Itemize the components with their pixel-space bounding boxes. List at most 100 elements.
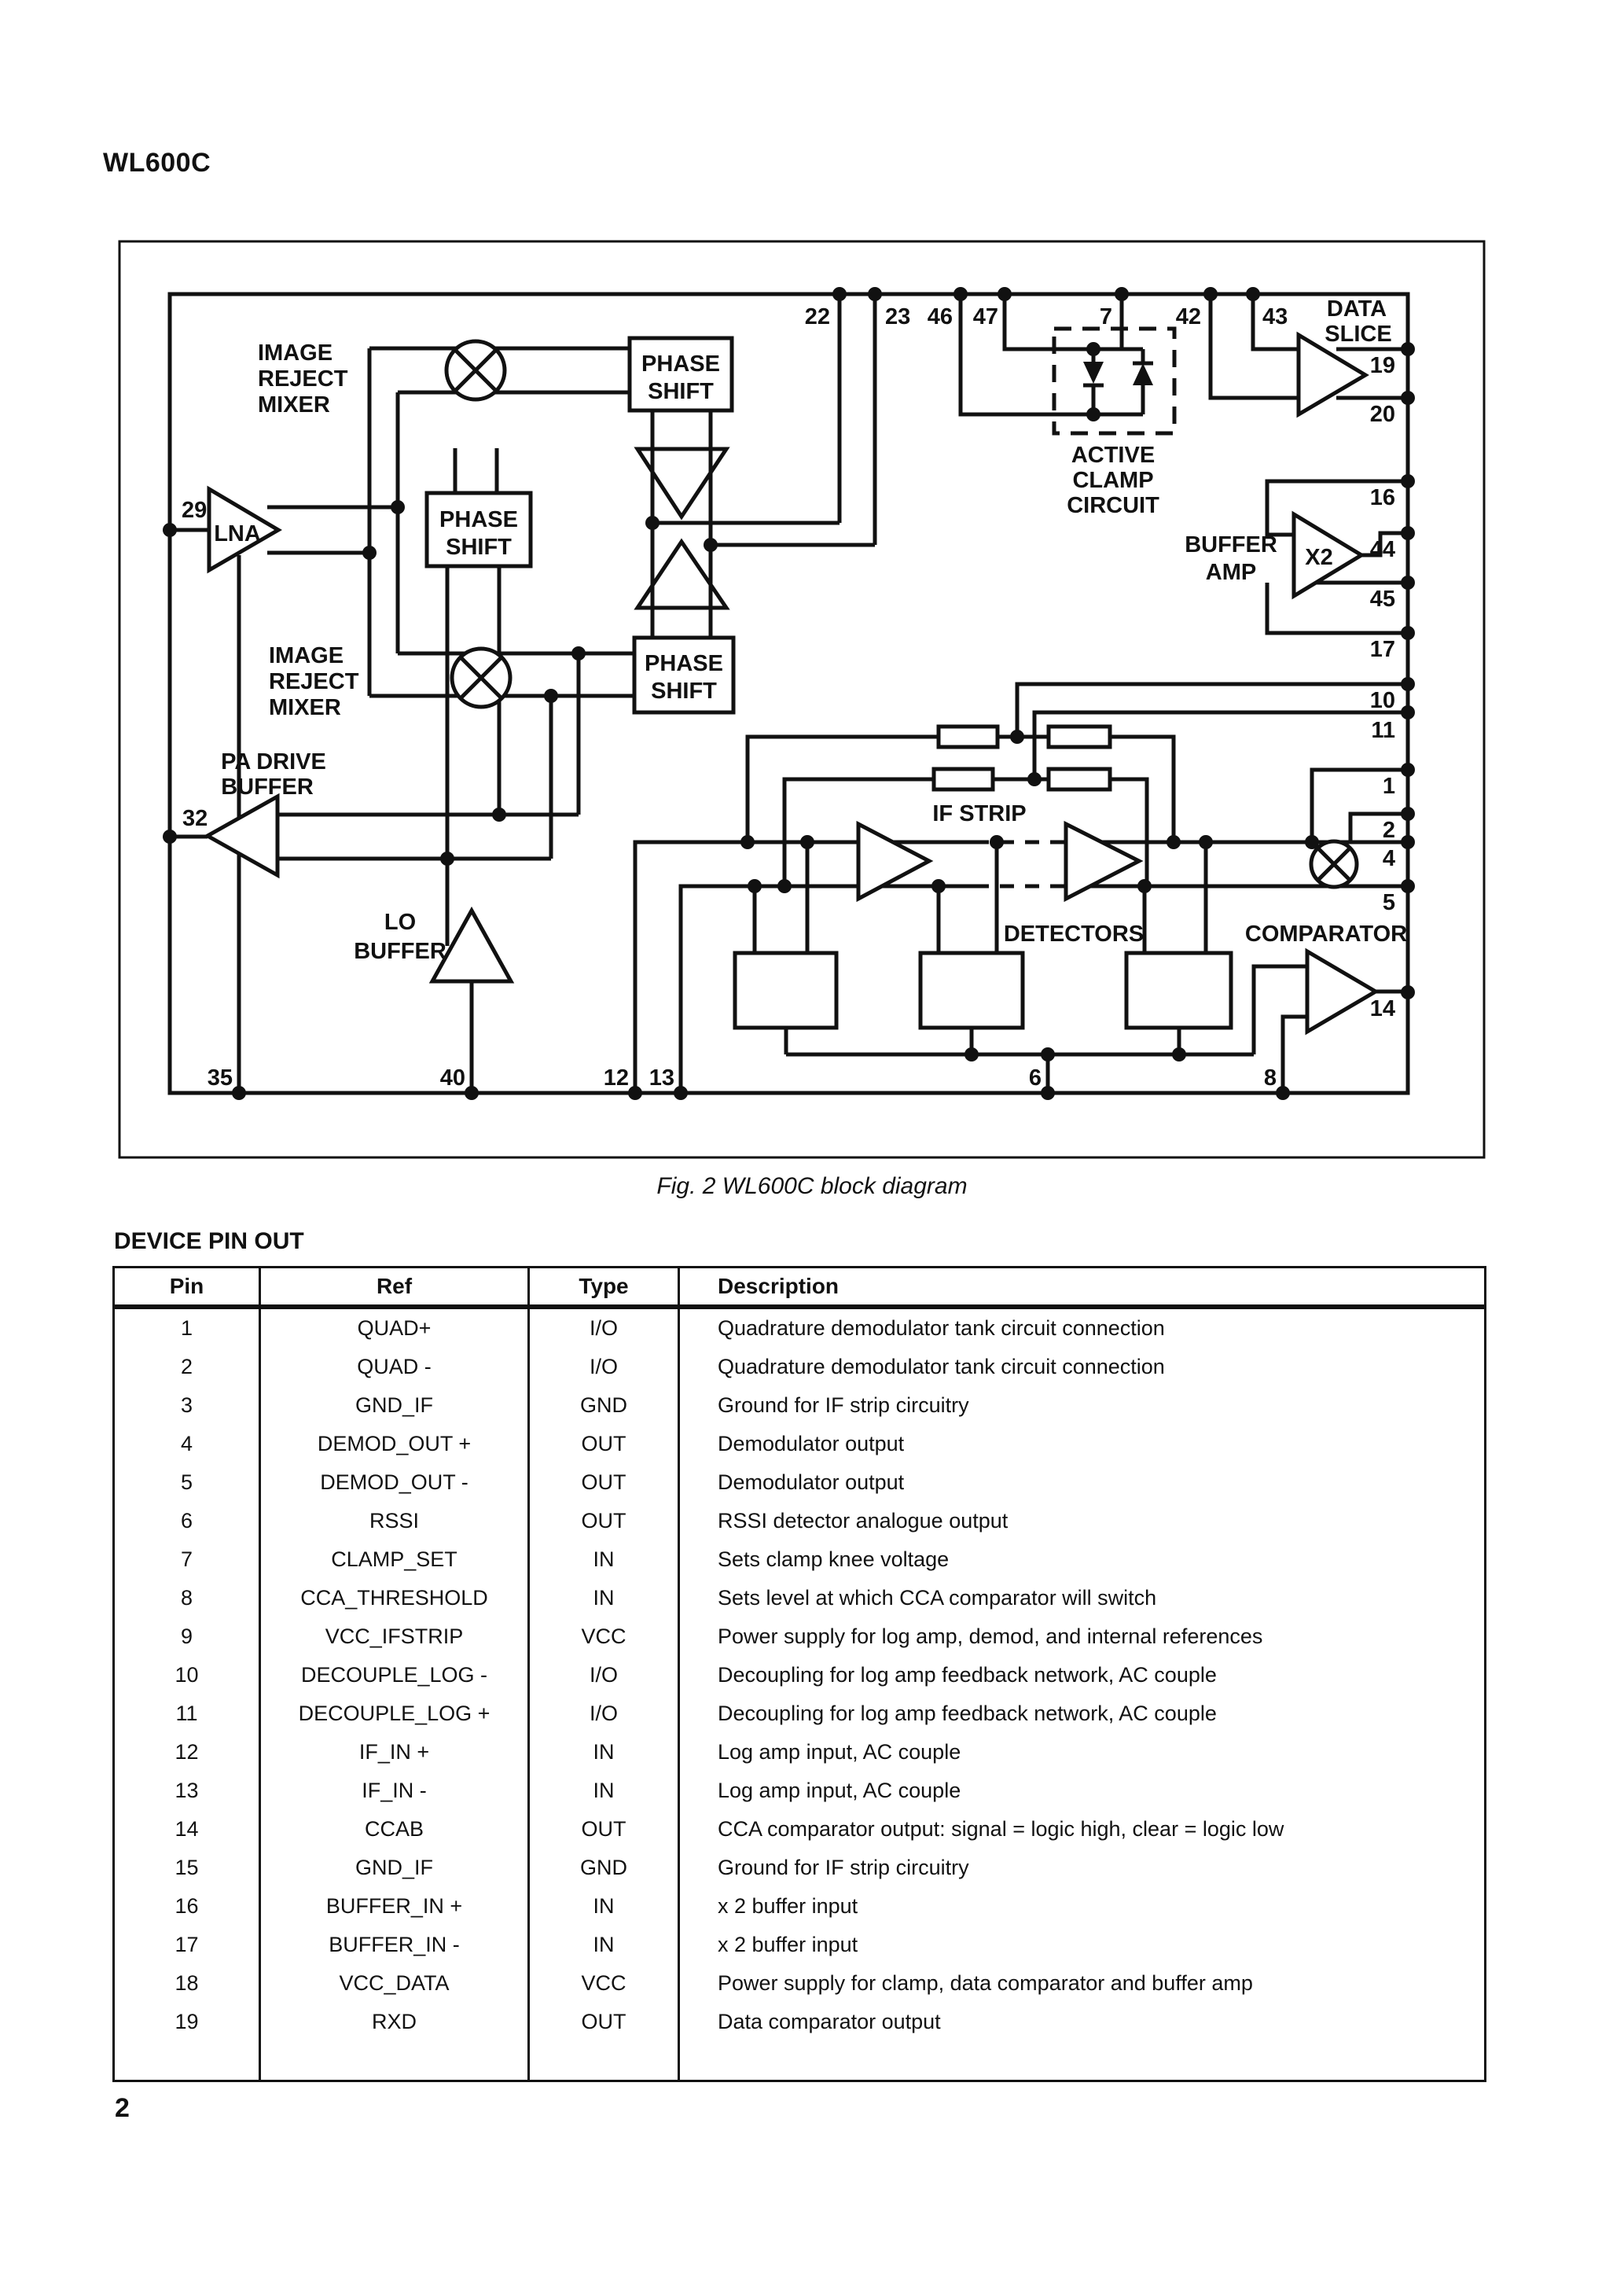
table-cell: x 2 buffer input bbox=[678, 1926, 1486, 1964]
pin-2: 2 bbox=[1383, 818, 1395, 843]
table-cell: Sets clamp knee voltage bbox=[678, 1540, 1486, 1579]
phase-shift-top-label: PHASE bbox=[641, 351, 720, 377]
table-cell: CLAMP_SET bbox=[259, 1540, 530, 1579]
pin-12: 12 bbox=[604, 1065, 629, 1091]
figure-frame bbox=[118, 240, 1486, 1159]
table-cell: Quadrature demodulator tank circuit conn… bbox=[678, 1348, 1486, 1386]
table-filler-row bbox=[112, 2041, 1486, 2081]
table-cell: OUT bbox=[527, 1810, 680, 1849]
table-cell: IN bbox=[527, 1772, 680, 1810]
pin-13: 13 bbox=[649, 1065, 674, 1091]
pin-23: 23 bbox=[885, 304, 910, 329]
table-cell: VCC_DATA bbox=[259, 1964, 530, 2003]
phase-shift-left-label: SHIFT bbox=[446, 535, 512, 560]
pin-1: 1 bbox=[1383, 774, 1395, 799]
phase-shift-bottom-label: SHIFT bbox=[651, 679, 717, 704]
page-title: WL600C bbox=[103, 148, 211, 178]
figure-caption: Fig. 2 WL600C block diagram bbox=[656, 1173, 968, 1199]
lo-buffer-triangle bbox=[428, 906, 515, 984]
table-cell: IF_IN + bbox=[259, 1733, 530, 1772]
mixer-x-glyphs bbox=[454, 348, 1351, 881]
image-reject-mixer-top-label: IMAGE bbox=[258, 340, 333, 366]
table-header-row: Pin Ref Type Description bbox=[112, 1267, 1486, 1309]
resistor-icon bbox=[1046, 767, 1112, 792]
table-cell: 6 bbox=[112, 1502, 261, 1540]
if-strip-label: IF STRIP bbox=[932, 801, 1026, 826]
table-cell: Demodulator output bbox=[678, 1425, 1486, 1463]
table-cell: BUFFER_IN + bbox=[259, 1887, 530, 1926]
phase-shift-bottom-label: PHASE bbox=[645, 651, 723, 676]
image-reject-mixer-bottom-label: MIXER bbox=[269, 695, 341, 720]
table-cell: 1 bbox=[112, 1307, 261, 1348]
table-cell: Quadrature demodulator tank circuit conn… bbox=[678, 1307, 1486, 1348]
detector-box-2 bbox=[918, 951, 1025, 1030]
image-reject-mixer-top-label: REJECT bbox=[258, 366, 348, 392]
table-cell: DECOUPLE_LOG - bbox=[259, 1656, 530, 1694]
pin-46: 46 bbox=[928, 304, 953, 329]
table-cell: IF_IN - bbox=[259, 1772, 530, 1810]
active-clamp-label: CLAMP bbox=[1072, 468, 1153, 493]
diode-down-icon bbox=[1083, 362, 1104, 384]
lo-buffer-label: LO bbox=[384, 910, 416, 935]
table-cell: Sets level at which CCA comparator will … bbox=[678, 1579, 1486, 1617]
table-cell: VCC bbox=[527, 1964, 680, 2003]
table-cell: RSSI bbox=[259, 1502, 530, 1540]
header-type: Type bbox=[527, 1267, 680, 1309]
table-cell bbox=[678, 2041, 1486, 2081]
pin-22: 22 bbox=[805, 304, 830, 329]
table-cell: OUT bbox=[527, 1425, 680, 1463]
data-slice-label: SLICE bbox=[1325, 322, 1391, 347]
phase-shift-top-box bbox=[627, 336, 734, 413]
table-cell: GND bbox=[527, 1849, 680, 1887]
table-cell: Ground for IF strip circuitry bbox=[678, 1386, 1486, 1425]
header-ref: Ref bbox=[259, 1267, 530, 1309]
table-cell: Data comparator output bbox=[678, 2003, 1486, 2041]
pin-43: 43 bbox=[1262, 304, 1288, 329]
table-cell: Power supply for log amp, demod, and int… bbox=[678, 1617, 1486, 1656]
pin-47: 47 bbox=[973, 304, 998, 329]
comparator-triangle bbox=[1305, 947, 1380, 1036]
page-number: 2 bbox=[115, 2093, 130, 2123]
pin-14: 14 bbox=[1370, 996, 1395, 1021]
x2-label: X2 bbox=[1305, 545, 1332, 570]
pa-drive-buffer-triangle bbox=[203, 793, 280, 879]
table-cell: 17 bbox=[112, 1926, 261, 1964]
pin-16: 16 bbox=[1370, 485, 1395, 510]
pin-32: 32 bbox=[182, 806, 208, 831]
table-cell bbox=[259, 2041, 530, 2081]
table-cell: 15 bbox=[112, 1849, 261, 1887]
pin-19: 19 bbox=[1370, 353, 1395, 378]
image-reject-mixer-bottom-label: IMAGE bbox=[269, 643, 344, 668]
header-description: Description bbox=[678, 1267, 1486, 1309]
table-cell bbox=[527, 2041, 680, 2081]
table-cell: Power supply for clamp, data comparator … bbox=[678, 1964, 1486, 2003]
table-cell: DEMOD_OUT + bbox=[259, 1425, 530, 1463]
table-cell bbox=[112, 2041, 261, 2081]
phase-shift-bottom-box bbox=[632, 635, 736, 715]
table-cell: GND_IF bbox=[259, 1849, 530, 1887]
active-clamp-label: ACTIVE bbox=[1071, 443, 1155, 468]
block-diagram: IMAGE REJECT MIXER IMAGE REJECT MIXER PH… bbox=[118, 240, 1486, 1159]
pin-40: 40 bbox=[440, 1065, 465, 1091]
data-slice-label: DATA bbox=[1327, 296, 1387, 322]
table-cell: Demodulator output bbox=[678, 1463, 1486, 1502]
table-cell: 19 bbox=[112, 2003, 261, 2041]
lna-label: LNA bbox=[214, 521, 261, 546]
pin-11: 11 bbox=[1371, 718, 1395, 743]
table-cell: 16 bbox=[112, 1887, 261, 1926]
image-reject-mixer-bottom-label: REJECT bbox=[269, 669, 359, 694]
table-cell: DECOUPLE_LOG + bbox=[259, 1694, 530, 1733]
table-cell: GND_IF bbox=[259, 1386, 530, 1425]
pin-20: 20 bbox=[1370, 402, 1395, 427]
detector-box-3 bbox=[1124, 951, 1233, 1030]
